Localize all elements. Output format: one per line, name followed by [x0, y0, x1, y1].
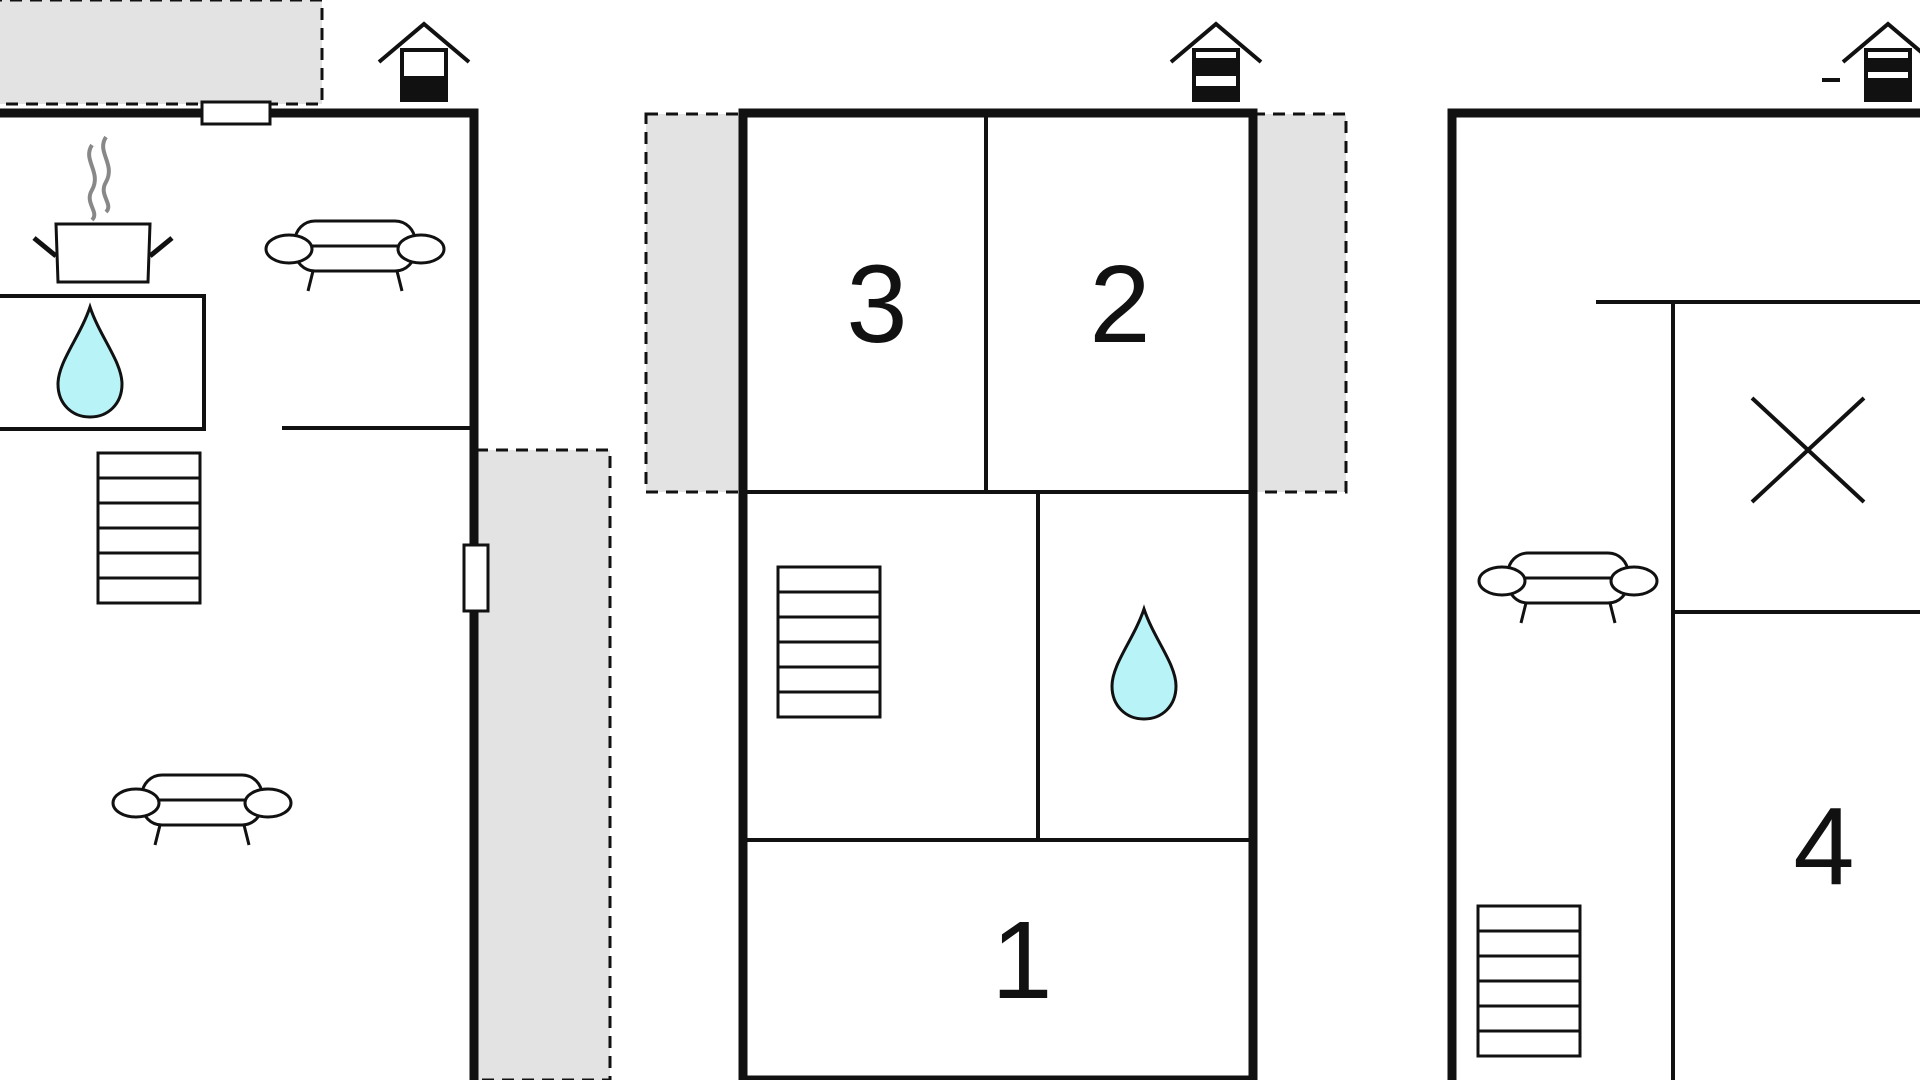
room-number-3: 3	[846, 243, 907, 366]
stairs-icon	[776, 565, 882, 719]
house-level-icon-top	[1822, 22, 1920, 102]
water-drop-icon	[56, 305, 124, 419]
door-icon	[200, 100, 272, 126]
house-level-icon-ground	[377, 22, 471, 102]
room-number-1: 1	[991, 899, 1052, 1022]
balcony-area-right	[1251, 112, 1348, 494]
room-number-2: 2	[1089, 243, 1150, 366]
bathroom-box	[0, 294, 206, 431]
sofa-icon	[111, 773, 293, 847]
stairs-icon	[1476, 904, 1582, 1058]
stairs-icon	[96, 451, 202, 605]
first-floor-walls	[738, 108, 1258, 1080]
water-drop-icon	[1110, 607, 1178, 721]
kitchen-pot-icon	[32, 135, 174, 284]
balcony-area-left	[644, 112, 745, 494]
second-floor: 4	[1447, 22, 1920, 1080]
sofa-icon	[1477, 551, 1659, 625]
first-floor: 3 2 1	[644, 22, 1348, 1080]
second-floor-walls	[1447, 108, 1920, 1080]
sofa-icon	[264, 219, 446, 293]
room-number-4: 4	[1793, 785, 1854, 908]
terrace-area-right	[474, 448, 612, 1080]
void-cross-icon	[1750, 396, 1866, 504]
ground-floor	[0, 0, 612, 1080]
door-icon	[462, 543, 490, 613]
terrace-area-top	[0, 0, 324, 106]
house-level-icon-middle	[1169, 22, 1263, 102]
ground-floor-walls	[0, 108, 479, 1080]
